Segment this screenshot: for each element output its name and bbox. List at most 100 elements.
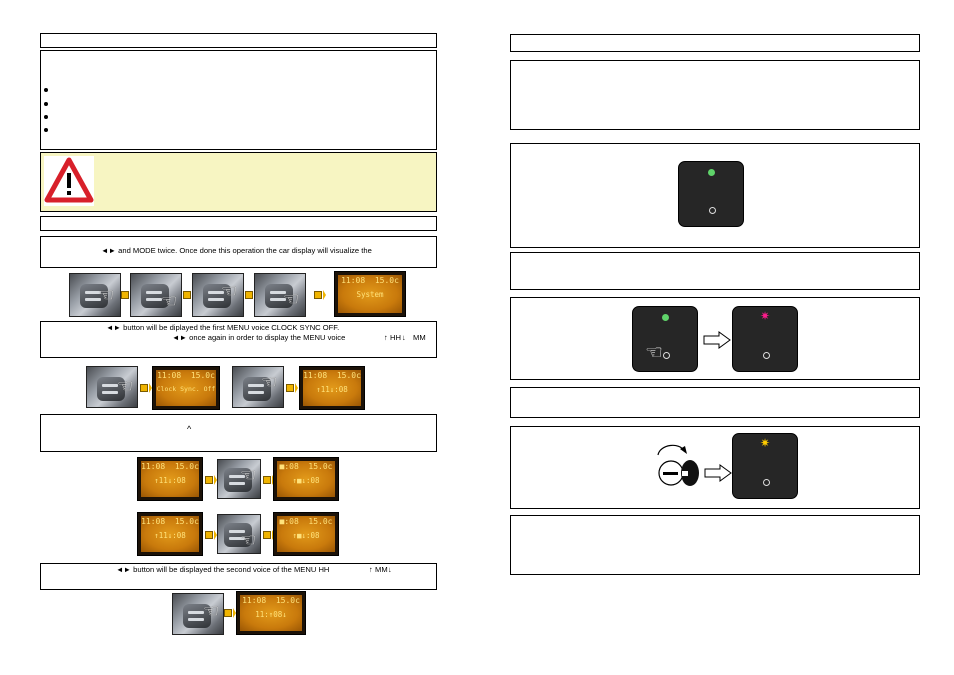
second-voice-text: ◄► button will be displayed the second v…	[116, 565, 330, 574]
right-text-box-2	[510, 252, 920, 290]
right-text-box-4	[510, 387, 920, 418]
bullet-1	[44, 88, 48, 92]
right-header-bar	[510, 34, 920, 52]
steering-button-image-1: ☜	[69, 273, 121, 317]
button-hole	[763, 352, 770, 359]
step-arrow-11	[224, 608, 236, 618]
menu-voice-down-arrow-icon: ↓	[402, 333, 406, 342]
step-arrow-2	[183, 290, 195, 300]
step-arrow-9	[205, 530, 217, 540]
steering-button-image-8: ☜	[217, 514, 261, 554]
lcd-time: 11:08	[242, 596, 267, 605]
lcd-temp: 15.0c	[174, 517, 199, 526]
menu-voice-line1: ◄► button will be diplayed the first MEN…	[106, 323, 340, 332]
lcd-menu-text: ↑11↓:08	[154, 531, 186, 540]
right-panel-box-5: ✷	[510, 426, 920, 509]
lcd-display-step3a: 11:08 15.0c ↑11↓:08	[137, 457, 203, 501]
lcd-display-step4a: 11:08 15.0c ↑11↓:08	[137, 512, 203, 556]
hand-press-icon: ☜	[645, 342, 663, 364]
second-voice-mm: MM	[375, 565, 388, 574]
lcd-menu-text: Clock Sync. Off	[156, 385, 216, 393]
steering-button-image-6: ☜	[232, 366, 284, 408]
lcd-display-mm: 11:08 15.0c 11:↑08↓	[236, 591, 306, 635]
left-bullet-box	[40, 50, 437, 150]
mode-instruction-box: ◄► and MODE twice. Once done this operat…	[40, 236, 437, 268]
steering-button-image-4: ☜	[254, 273, 306, 317]
second-voice-down-arrow-icon: ↓	[388, 565, 392, 574]
lcd-time: ■:08	[279, 462, 299, 471]
button-hole	[663, 352, 670, 359]
lcd-temp: 15.0c	[275, 596, 300, 605]
mode-instruction-text: ◄► and MODE twice. Once done this operat…	[101, 246, 372, 255]
magenta-led-blink-icon: ✷	[760, 309, 771, 323]
lcd-temp: 15.0c	[308, 517, 333, 526]
lcd-display-hh: 11:08 15.0c ↑11↓:08	[299, 366, 365, 410]
lcd-display-clock-sync: 11:08 15.0c Clock Sync. Off	[152, 366, 220, 410]
right-panel-box-3: ☜ ✷	[510, 297, 920, 380]
right-arrow-icon	[703, 331, 731, 349]
second-voice-box: ◄► button will be displayed the second v…	[40, 563, 437, 590]
step-arrow-8	[263, 475, 275, 485]
lcd-time: 11:08	[157, 371, 182, 380]
control-unit-green-press: ☜	[632, 306, 698, 372]
green-led-icon	[708, 169, 715, 176]
caret-symbol: ^	[187, 424, 192, 434]
lcd-menu-text: ↑■↓:08	[292, 531, 320, 540]
warning-triangle-icon	[44, 156, 94, 206]
button-hole	[709, 207, 716, 214]
lcd-time: 11:08	[303, 371, 328, 380]
key-icon	[658, 460, 699, 486]
right-text-box-6	[510, 515, 920, 575]
lcd-menu-text: ↑■↓:08	[292, 476, 320, 485]
lcd-display-step4b: ■:08 15.0c ↑■↓:08	[273, 512, 339, 556]
control-unit-green	[678, 161, 744, 227]
lcd-menu-text: ↑11↓:08	[154, 476, 186, 485]
lcd-menu-text: System	[356, 290, 384, 299]
steering-button-image-2: ☜	[130, 273, 182, 317]
steering-button-image-9: ☜	[172, 593, 224, 635]
lcd-display-step3b: ■:08 15.0c ↑■↓:08	[273, 457, 339, 501]
lcd-temp: 15.0c	[336, 371, 361, 380]
bullet-2	[44, 102, 48, 106]
green-led-icon	[662, 314, 669, 321]
bullet-4	[44, 128, 48, 132]
left-header-bar	[40, 33, 437, 48]
right-panel-box-1	[510, 143, 920, 248]
step-arrow-10	[263, 530, 275, 540]
rotate-arrow-icon	[657, 444, 687, 456]
menu-voice-line2: ◄► once again in order to display the ME…	[172, 333, 346, 342]
lcd-temp: 15.0c	[190, 371, 215, 380]
menu-voice-up-arrow-icon: ↑	[384, 333, 388, 342]
lcd-time: 11:08	[341, 276, 366, 285]
menu-voice-mm: MM	[413, 333, 426, 342]
amber-led-blink-icon: ✷	[760, 436, 771, 450]
step-arrow-7	[205, 475, 217, 485]
lcd-time: 11:08	[141, 517, 166, 526]
menu-voice-hh: HH	[390, 333, 401, 342]
right-arrow-icon	[704, 464, 732, 482]
step-arrow-4	[314, 290, 326, 300]
lcd-temp: 15.0c	[308, 462, 333, 471]
lcd-display-system: 11:08 15.0c System	[334, 271, 406, 317]
step-arrow-3	[245, 290, 257, 300]
control-unit-magenta: ✷	[732, 306, 798, 372]
bullet-3	[44, 115, 48, 119]
left-section-bar	[40, 216, 437, 231]
control-unit-amber: ✷	[732, 433, 798, 499]
button-hole	[763, 479, 770, 486]
lcd-temp: 15.0c	[174, 462, 199, 471]
lcd-temp: 15.0c	[374, 276, 399, 285]
step-arrow-1	[121, 290, 133, 300]
caret-instruction-box: ^	[40, 414, 437, 452]
steering-button-image-7: ☜	[217, 459, 261, 499]
step-arrow-6	[286, 383, 298, 393]
lcd-time: 11:08	[141, 462, 166, 471]
lcd-time: ■:08	[279, 517, 299, 526]
steering-button-image-3: ☜	[192, 273, 244, 317]
second-voice-up-arrow-icon: ↑	[369, 565, 373, 574]
steering-button-image-5: ☜	[86, 366, 138, 408]
right-intro-box	[510, 60, 920, 130]
menu-voice-box: ◄► button will be diplayed the first MEN…	[40, 321, 437, 358]
step-arrow-5	[140, 383, 152, 393]
lcd-menu-text: ↑11↓:08	[316, 385, 348, 394]
